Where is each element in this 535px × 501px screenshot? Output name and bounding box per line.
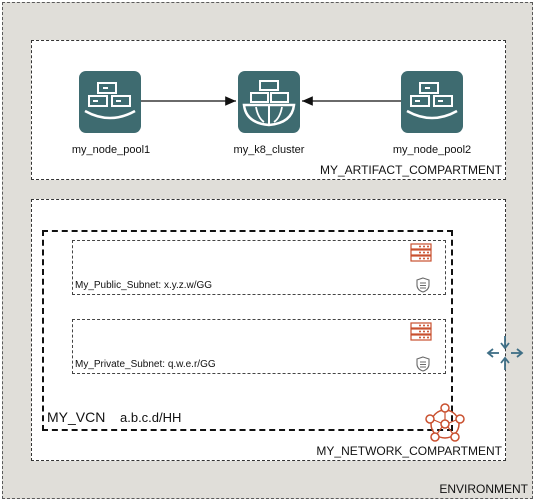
- router-icon[interactable]: [486, 334, 524, 372]
- vcn-container[interactable]: MY_VCN a.b.c.d/HH: [42, 230, 453, 431]
- public-subnet-label: My_Public_Subnet: x.y.z.w/GG: [75, 280, 213, 291]
- public-subnet[interactable]: My_Public_Subnet: x.y.z.w/GG: [72, 240, 446, 295]
- vcn-label: MY_VCN: [47, 409, 106, 425]
- k8-cluster-label: my_k8_cluster: [233, 144, 305, 156]
- private-subnet[interactable]: My_Private_Subnet: q.w.e.r/GG: [72, 319, 446, 374]
- vcn-icon[interactable]: [423, 402, 467, 446]
- network-compartment-label: MY_NETWORK_COMPARTMENT: [316, 444, 502, 458]
- security-list-icon: [416, 356, 430, 372]
- node-pool-icon[interactable]: [401, 71, 463, 133]
- artifact-compartment-label: MY_ARTIFACT_COMPARTMENT: [319, 163, 502, 177]
- environment-label: ENVIRONMENT: [439, 482, 528, 496]
- k8-cluster-icon[interactable]: [238, 71, 300, 133]
- private-subnet-label: My_Private_Subnet: q.w.e.r/GG: [75, 359, 216, 370]
- node-pool-icon[interactable]: [79, 71, 141, 133]
- vcn-cidr: a.b.c.d/HH: [120, 410, 182, 425]
- node-pool2-label: my_node_pool2: [392, 144, 472, 156]
- node-pool1-label: my_node_pool1: [71, 144, 151, 156]
- subnet-list-icon: [410, 243, 432, 262]
- security-list-icon: [416, 277, 430, 293]
- subnet-list-icon: [410, 322, 432, 341]
